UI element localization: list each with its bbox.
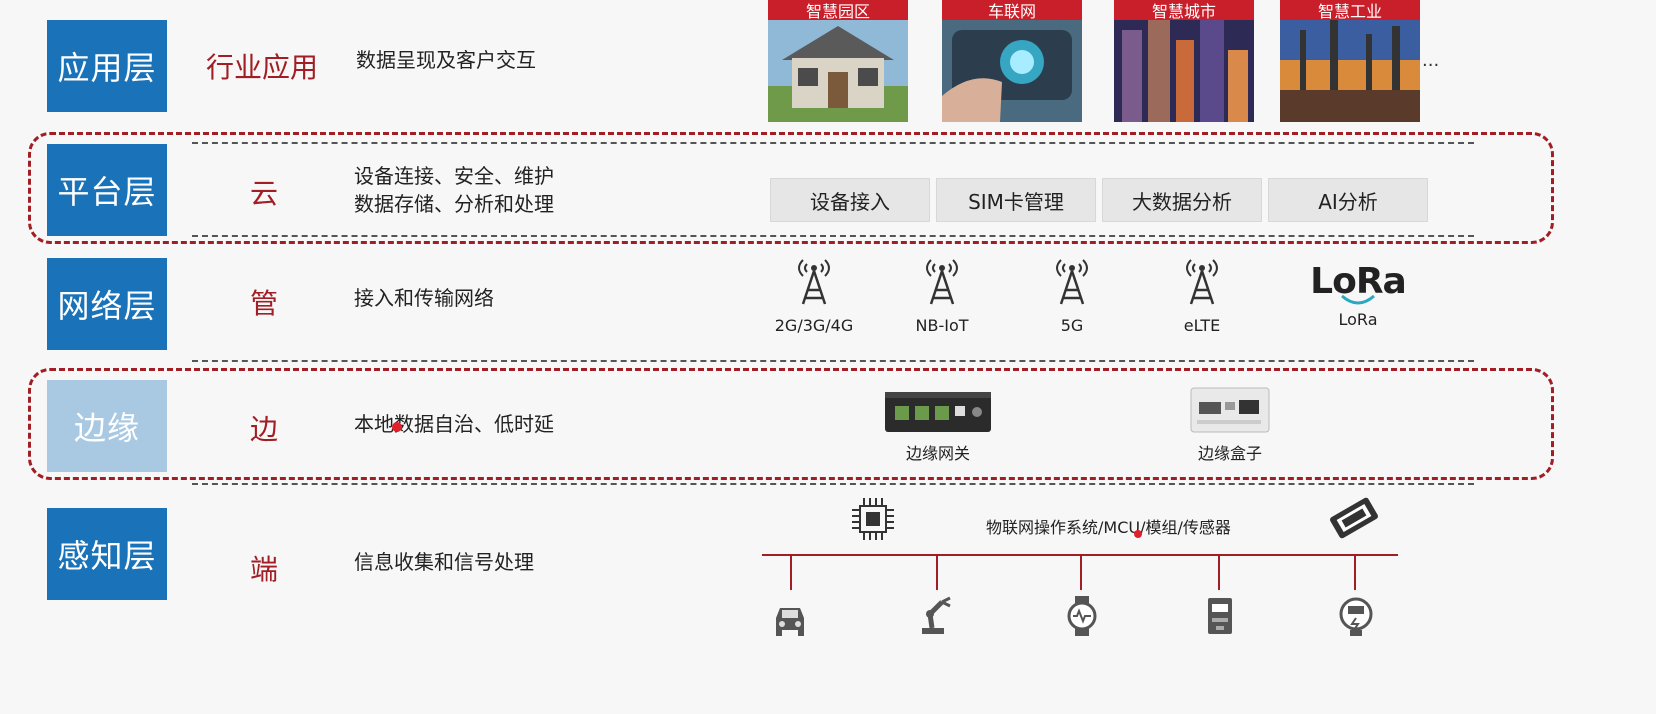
network-label-lora: LoRa: [1338, 310, 1378, 329]
desc-application: 数据呈现及客户交互: [356, 48, 536, 72]
layer-network-box: 网络层: [47, 258, 167, 350]
lora-logo: LoRa: [1298, 256, 1418, 306]
network-5g: 5G: [1012, 258, 1132, 335]
antenna-icon: [798, 259, 830, 305]
service-ai-analysis[interactable]: AI分析: [1268, 178, 1428, 222]
endpoint-drop-5: [1354, 554, 1356, 590]
app-smart-city-label: 智慧城市: [1114, 0, 1254, 21]
sensing-os-label: 物联网操作系统/MCU/模组/传感器: [986, 518, 1231, 537]
app-smart-park[interactable]: 智慧园区: [768, 0, 908, 122]
module-icon: [1330, 497, 1378, 539]
separator-4: [192, 483, 1474, 485]
desc-platform-line1: 设备连接、安全、维护: [354, 164, 554, 188]
cursor-dot: [392, 422, 402, 432]
layer-application-box: 应用层: [47, 20, 167, 112]
smartwatch-icon: [1067, 596, 1097, 636]
app-smart-park-label: 智慧园区: [768, 0, 908, 21]
desc-network: 接入和传输网络: [354, 286, 494, 310]
network-label-5g: 5G: [1060, 316, 1084, 335]
city-image: [1114, 0, 1254, 122]
service-device-access[interactable]: 设备接入: [770, 178, 930, 222]
antenna-icon: [1056, 259, 1088, 305]
desc-sensing: 信息收集和信号处理: [354, 550, 534, 574]
antenna-icon: [1186, 259, 1218, 305]
endpoint-drop-4: [1218, 554, 1220, 590]
endpoint-drop-2: [936, 554, 938, 590]
role-endpoint: 端: [250, 553, 279, 586]
service-sim-management[interactable]: SIM卡管理: [936, 178, 1096, 222]
edge-gateway-label: 边缘网关: [905, 444, 970, 463]
app-smart-industry[interactable]: 智慧工业: [1280, 0, 1420, 122]
meter-icon: [1208, 598, 1232, 634]
edge-box[interactable]: 边缘盒子: [1180, 384, 1280, 464]
robot-arm-icon: [922, 596, 951, 634]
app-smart-city[interactable]: 智慧城市: [1114, 0, 1254, 122]
network-nb-iot: NB-IoT: [882, 258, 1002, 335]
industry-image: [1280, 0, 1420, 122]
network-2g3g4g: 2G/3G/4G: [754, 258, 874, 335]
more-ellipsis: ...: [1422, 50, 1440, 71]
role-application: 行业应用: [206, 51, 319, 84]
separator-1: [192, 142, 1474, 144]
cursor-dot-2: [1134, 530, 1142, 538]
separator-2: [192, 235, 1474, 237]
endpoint-drop-1: [790, 554, 792, 590]
desc-platform-line2: 数据存储、分析和处理: [354, 192, 554, 216]
network-label-nb-iot: NB-IoT: [915, 316, 969, 335]
desc-edge: 本地数据自治、低时延: [354, 412, 554, 436]
lora-logo-text: LoRa: [1310, 260, 1407, 302]
smart-meter-icon: [1339, 597, 1373, 636]
role-pipe: 管: [250, 287, 279, 320]
role-edge: 边: [250, 413, 279, 446]
lora-signal-icon: [1341, 294, 1375, 305]
house-image: [768, 0, 908, 122]
service-big-data-analysis[interactable]: 大数据分析: [1102, 178, 1262, 222]
app-connected-vehicle[interactable]: 车联网: [942, 0, 1082, 122]
edge-box-label: 边缘盒子: [1197, 444, 1262, 463]
antenna-icon: [926, 259, 958, 305]
endpoint-drop-3: [1080, 554, 1082, 590]
layer-platform-box: 平台层: [47, 144, 167, 236]
app-connected-vehicle-label: 车联网: [942, 0, 1082, 21]
car-dashboard-image: [942, 0, 1082, 122]
network-elte: eLTE: [1142, 258, 1262, 335]
edge-frame: [28, 368, 1554, 480]
layer-sensing-box: 感知层: [47, 508, 167, 600]
edge-gateway[interactable]: 边缘网关: [878, 386, 998, 464]
network-lora: LoRa LoRa: [1298, 256, 1418, 330]
separator-3: [192, 360, 1474, 362]
platform-frame: [28, 132, 1554, 244]
chip-icon: [852, 498, 894, 540]
network-label-2g3g4g: 2G/3G/4G: [774, 316, 854, 335]
app-smart-industry-label: 智慧工业: [1280, 0, 1420, 21]
layer-edge-box: 边缘: [47, 380, 167, 472]
network-label-elte: eLTE: [1183, 316, 1221, 335]
role-cloud: 云: [250, 177, 279, 210]
car-icon: [776, 608, 804, 636]
edge-gateway-icon: [885, 392, 991, 432]
desc-platform: 设备连接、安全、维护 数据存储、分析和处理: [354, 162, 554, 218]
edge-box-icon: [1190, 387, 1270, 433]
